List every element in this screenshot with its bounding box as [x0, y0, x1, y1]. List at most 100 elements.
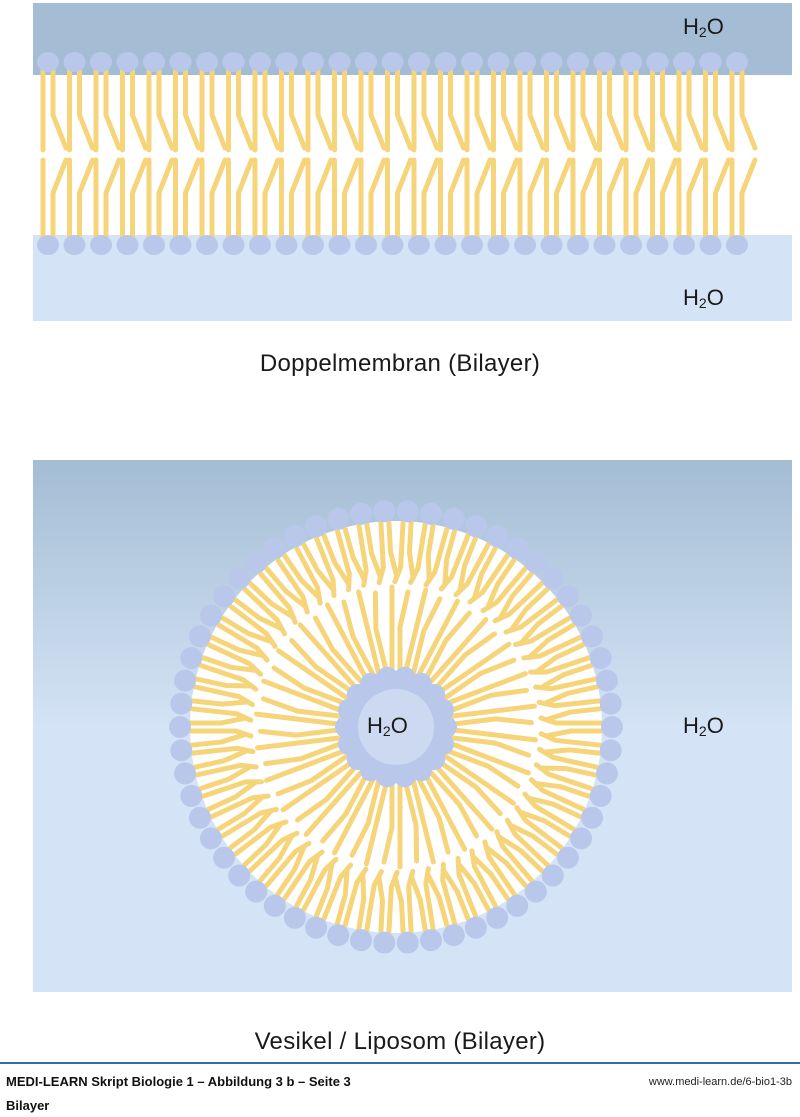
- lipid-tail: [342, 525, 368, 583]
- lipid-tail: [538, 765, 598, 778]
- lipid-tail: [263, 565, 309, 610]
- lipid-tail: [395, 65, 413, 151]
- lipid-head: [381, 52, 404, 72]
- lipid-head: [338, 733, 361, 756]
- lipid-head: [37, 235, 59, 255]
- lipid-head: [699, 52, 722, 72]
- lipid-head: [540, 52, 563, 72]
- lipid-tail: [432, 763, 495, 832]
- lipid-tail: [386, 519, 400, 580]
- lipid-head: [464, 515, 487, 538]
- lipid-head: [328, 52, 351, 72]
- lipid-tail: [276, 648, 351, 702]
- lipid-tail: [392, 519, 406, 585]
- lipid-tail: [541, 747, 602, 756]
- water-label-top: H2O: [683, 14, 724, 40]
- lipid-head: [396, 500, 419, 523]
- lipid-tail: [438, 532, 471, 592]
- lipid-tail: [514, 805, 565, 851]
- lipid-tail: [536, 698, 602, 709]
- lipid-tail: [341, 599, 377, 679]
- lipid-head: [275, 52, 298, 72]
- vesicle-caption: Vesikel / Liposom (Bilayer): [254, 1028, 546, 1055]
- lipid-tail: [415, 598, 461, 679]
- lipid-tail: [303, 768, 366, 837]
- lipid-tail: [408, 521, 428, 585]
- lipid-tail: [739, 65, 758, 151]
- lipid-head: [567, 52, 589, 72]
- lipid-tail: [406, 520, 416, 581]
- lipid-head: [188, 625, 211, 648]
- lipid-head: [726, 52, 748, 72]
- lipid-tail: [543, 728, 604, 739]
- lipid-tail: [103, 65, 122, 151]
- lipid-tail: [376, 873, 386, 934]
- lipid-tail: [513, 615, 573, 648]
- lipid-tail: [219, 806, 279, 839]
- lipid-head: [381, 235, 404, 255]
- lipid-head: [673, 235, 695, 255]
- lipid-tail: [436, 641, 512, 695]
- lipid-tail: [457, 535, 479, 594]
- lipid-tail: [368, 157, 387, 245]
- lipid-head: [283, 906, 306, 929]
- lipid-tail: [507, 822, 560, 857]
- lipid-head: [376, 666, 399, 689]
- lipid-tail: [254, 711, 344, 727]
- lipid-tail: [442, 528, 458, 588]
- lipid-head: [328, 235, 351, 255]
- lipid-tail: [232, 819, 289, 857]
- lipid-tail: [421, 65, 440, 151]
- lipid-head: [174, 669, 197, 692]
- lipid-head: [601, 716, 623, 738]
- lipid-tail: [200, 779, 264, 799]
- lipid-tail: [321, 862, 354, 922]
- lipid-tail: [209, 157, 228, 245]
- lipid-tail: [538, 662, 595, 691]
- lipid-tail: [421, 157, 440, 245]
- lipid-head: [461, 235, 483, 255]
- lipid-head: [540, 235, 563, 255]
- footer-url[interactable]: www.medi-learn.de/6-bio1-3b: [648, 1076, 792, 1088]
- lipid-head: [170, 692, 193, 715]
- vesicle-lipids: [169, 500, 623, 954]
- lipid-tail: [209, 793, 271, 820]
- lipid-tail: [448, 727, 538, 743]
- lipid-tail: [209, 634, 267, 659]
- vesicle-inner-water-label: H2O: [367, 713, 408, 739]
- lipid-tail: [321, 532, 352, 587]
- lipid-head: [116, 52, 139, 72]
- water-label-bottom: H2O: [683, 285, 724, 311]
- lipid-tail: [215, 622, 270, 663]
- lipid-tail: [301, 856, 339, 913]
- lipid-tail: [247, 830, 300, 874]
- lipid-tail: [227, 603, 278, 649]
- lipid-head: [514, 52, 536, 72]
- lipid-tail: [263, 840, 312, 889]
- lipid-tail: [77, 157, 95, 245]
- lipid-tail: [342, 65, 360, 151]
- lipid-tail: [607, 157, 625, 245]
- lipid-tail: [686, 157, 705, 245]
- lipid-head: [350, 929, 373, 952]
- lipid-tail: [446, 687, 529, 714]
- lipid-tail: [294, 763, 360, 823]
- lipid-head: [222, 52, 245, 72]
- lipid-tail: [471, 545, 499, 602]
- lipid-head: [174, 762, 197, 785]
- lipid-tail: [397, 589, 411, 675]
- lipid-tail: [432, 631, 498, 691]
- lipid-tail: [262, 157, 281, 245]
- lipid-tail: [406, 868, 416, 934]
- lipid-tail: [424, 871, 450, 929]
- lipid-tail: [376, 520, 386, 586]
- lipid-tail: [324, 602, 370, 683]
- lipid-head: [393, 765, 416, 788]
- lipid-tail: [448, 65, 466, 151]
- lipid-tail: [260, 696, 345, 719]
- lipid-tail: [440, 861, 458, 926]
- lipid-tail: [313, 535, 337, 599]
- lipid-head: [396, 931, 419, 954]
- lipid-tail: [580, 65, 599, 151]
- lipid-tail: [188, 728, 254, 739]
